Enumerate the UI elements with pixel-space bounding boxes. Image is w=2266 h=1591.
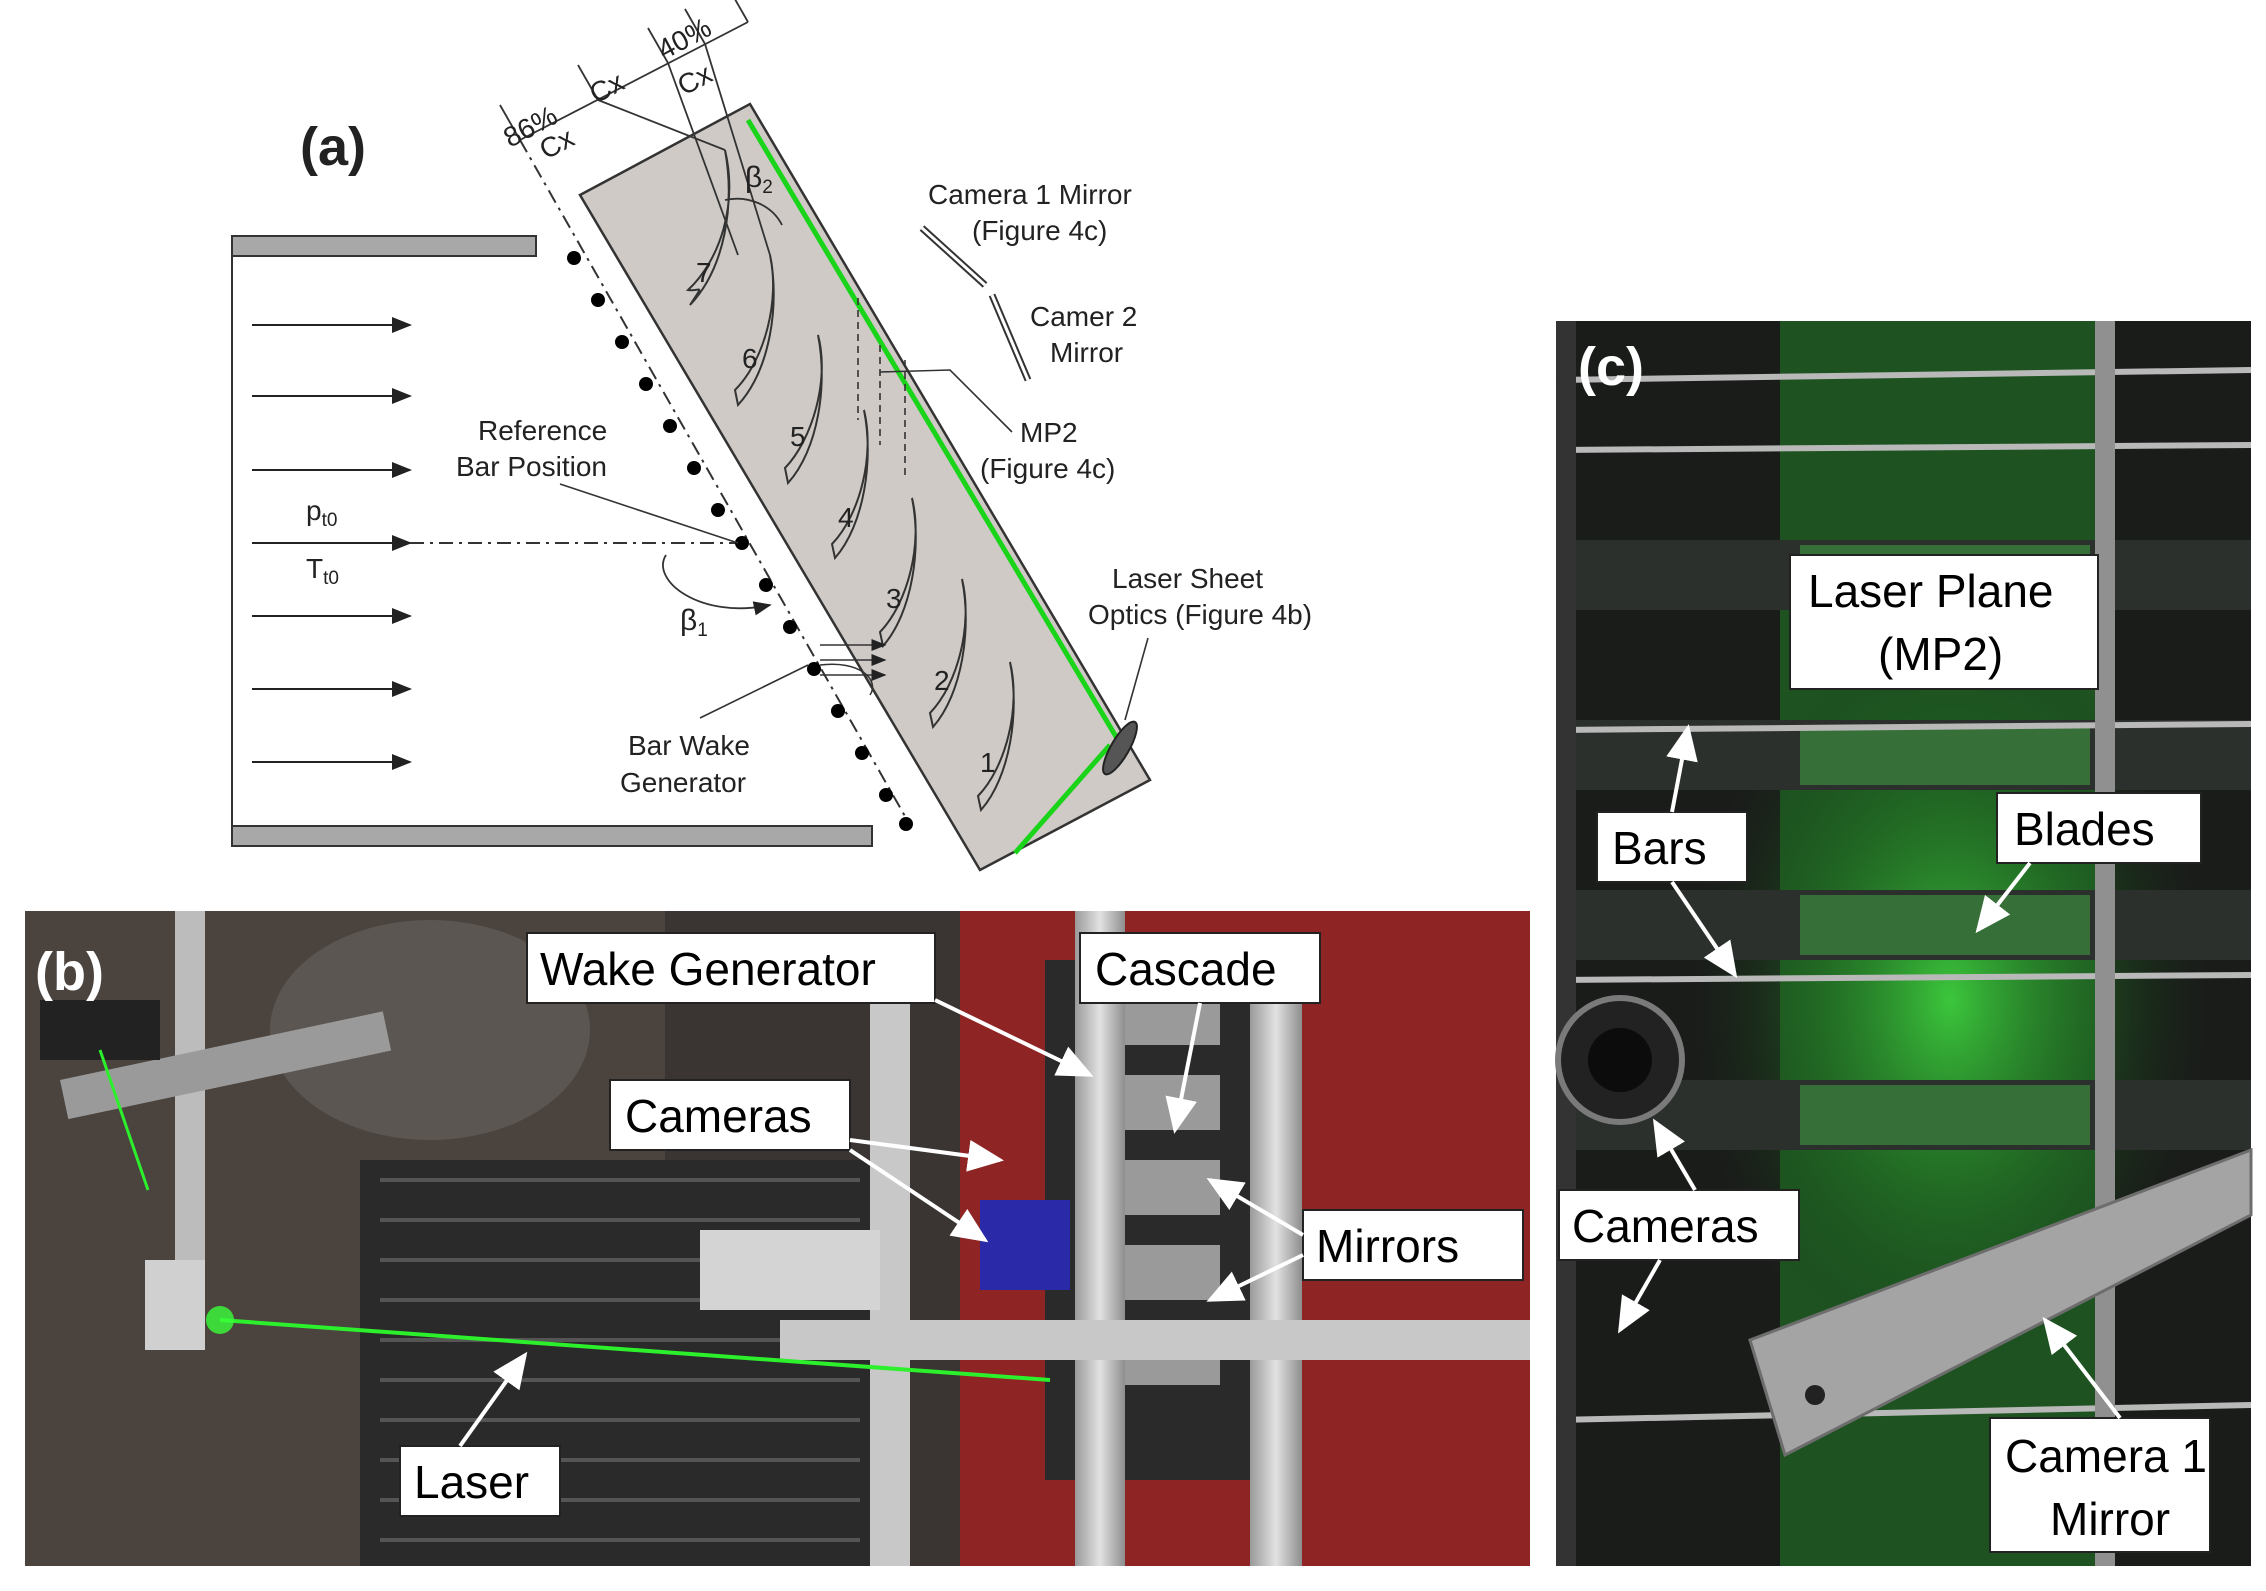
wake-generator-arrow [934, 998, 1094, 1077]
beta2-label: β2 [745, 161, 773, 198]
tt0-label: Tt0 [306, 553, 339, 589]
bar-wake-label-2: Generator [620, 767, 746, 798]
laser-plane-label-2: (MP2) [1878, 628, 2003, 680]
cameras-label-c: Cameras [1572, 1200, 1759, 1252]
panel-a-letter: (a) [300, 117, 366, 177]
reference-bar-label-1: Reference [478, 415, 607, 446]
camera-mount [700, 1230, 880, 1310]
panel-a: (a) pt0 Tt0 [231, 0, 1312, 872]
camera1-mirror-photo [1748, 1147, 2253, 1458]
cascade-shaft-right [1250, 960, 1302, 1566]
inflow-arrows [252, 317, 412, 770]
mp2-lines [857, 298, 906, 475]
camera-body [980, 1200, 1070, 1290]
blades-arrow [1975, 861, 2032, 934]
laser-optics-ellipse [1102, 720, 1138, 776]
blade-number-7: 7 [696, 257, 712, 288]
camera1-mirror-label-c-1: Camera 1 [2005, 1430, 2207, 1482]
cascade-box [1079, 932, 1321, 1004]
upper-wall [231, 235, 537, 257]
beta2-arc [724, 197, 783, 226]
panel-b-letter: (b) [35, 942, 104, 1002]
mp2-leader [879, 369, 1013, 433]
cameras-box-b [609, 1079, 851, 1151]
bars-arrow-up [1666, 724, 1698, 813]
wake-sketch [819, 639, 887, 696]
panel-c: (c) Laser Plane (MP2) Bars Blades Camera… [1555, 321, 2253, 1566]
camera1-mirror-label-c-2: Mirror [2050, 1493, 2170, 1545]
cameras-box-c [1558, 1189, 1800, 1261]
cameras-arrow-c-up [1652, 1118, 1697, 1192]
pt0-label: pt0 [306, 495, 337, 531]
mp2-label-2: (Figure 4c) [980, 453, 1115, 484]
camera2-mirror-label-2: Mirror [1050, 337, 1123, 368]
camera1-mirror-label-1: Camera 1 Mirror [928, 179, 1132, 210]
blade-numbers: 7 6 5 4 3 2 1 [696, 257, 996, 778]
wake-generator-label: Wake Generator [540, 943, 876, 995]
mirrors-label: Mirrors [1316, 1220, 1459, 1272]
beta1-arc [662, 554, 772, 616]
reference-bar-leader [559, 483, 739, 544]
laser-box [399, 1445, 561, 1517]
laser-beam [219, 1318, 1051, 1382]
laser-sheet-line [745, 118, 1121, 742]
cameras-label-b: Cameras [625, 1090, 812, 1142]
blade-number-3: 3 [886, 583, 902, 614]
camera1-mirror-arrow [2042, 1316, 2122, 1420]
bar-wake-label-1: Bar Wake [628, 730, 750, 761]
camera1-mirror-box [1989, 1417, 2211, 1553]
panel-b: (b) Wake Generator Cascade Cameras Mirro… [25, 911, 1530, 1566]
mirrors-arrow [1206, 1253, 1304, 1302]
blades-label: Blades [2014, 803, 2155, 855]
mp2-label-1: MP2 [1020, 417, 1078, 448]
beta1-label: β1 [680, 604, 708, 641]
blade-number-5: 5 [790, 421, 806, 452]
laser-plane-box [1789, 554, 2099, 690]
blades [685, 149, 1015, 813]
blade-number-2: 2 [934, 665, 950, 696]
dim-40: 40% [652, 12, 716, 66]
blades-box [1996, 792, 2202, 864]
blade-number-1: 1 [980, 747, 996, 778]
camera2-mirror-label-1: Camer 2 [1030, 301, 1137, 332]
laser-sheet-line-lower [1013, 743, 1112, 855]
cameras-arrow-b [848, 1148, 989, 1243]
blade-number-6: 6 [742, 343, 758, 374]
bars [567, 251, 913, 831]
camera1-mirror-label-2: (Figure 4c) [972, 215, 1107, 246]
laser-optics-label-2: Optics (Figure 4b) [1088, 599, 1312, 630]
cascade-arrow [1165, 1002, 1202, 1134]
lower-wall [231, 825, 873, 847]
bars-arrow-down [1670, 880, 1738, 979]
wake-generator-box [526, 932, 936, 1004]
laser-plane-label-1: Laser Plane [1808, 565, 2054, 617]
reference-bar-label-2: Bar Position [456, 451, 607, 482]
panel-c-letter: (c) [1578, 337, 1644, 397]
bar-wake-leader [699, 664, 809, 719]
laser-optics-leader [1124, 637, 1149, 721]
laser-label: Laser [414, 1456, 529, 1508]
bars-label: Bars [1612, 822, 1707, 874]
cascade-label: Cascade [1095, 943, 1277, 995]
dimension-lines [499, 0, 771, 256]
blade-number-4: 4 [838, 502, 854, 533]
cascade-shaft-left [1075, 911, 1125, 1566]
laser-arrow [458, 1351, 528, 1448]
cameras-arrow-c-down [1618, 1259, 1662, 1334]
laser-optics-label-1: Laser Sheet [1112, 563, 1263, 594]
mirrors-box [1302, 1209, 1524, 1281]
